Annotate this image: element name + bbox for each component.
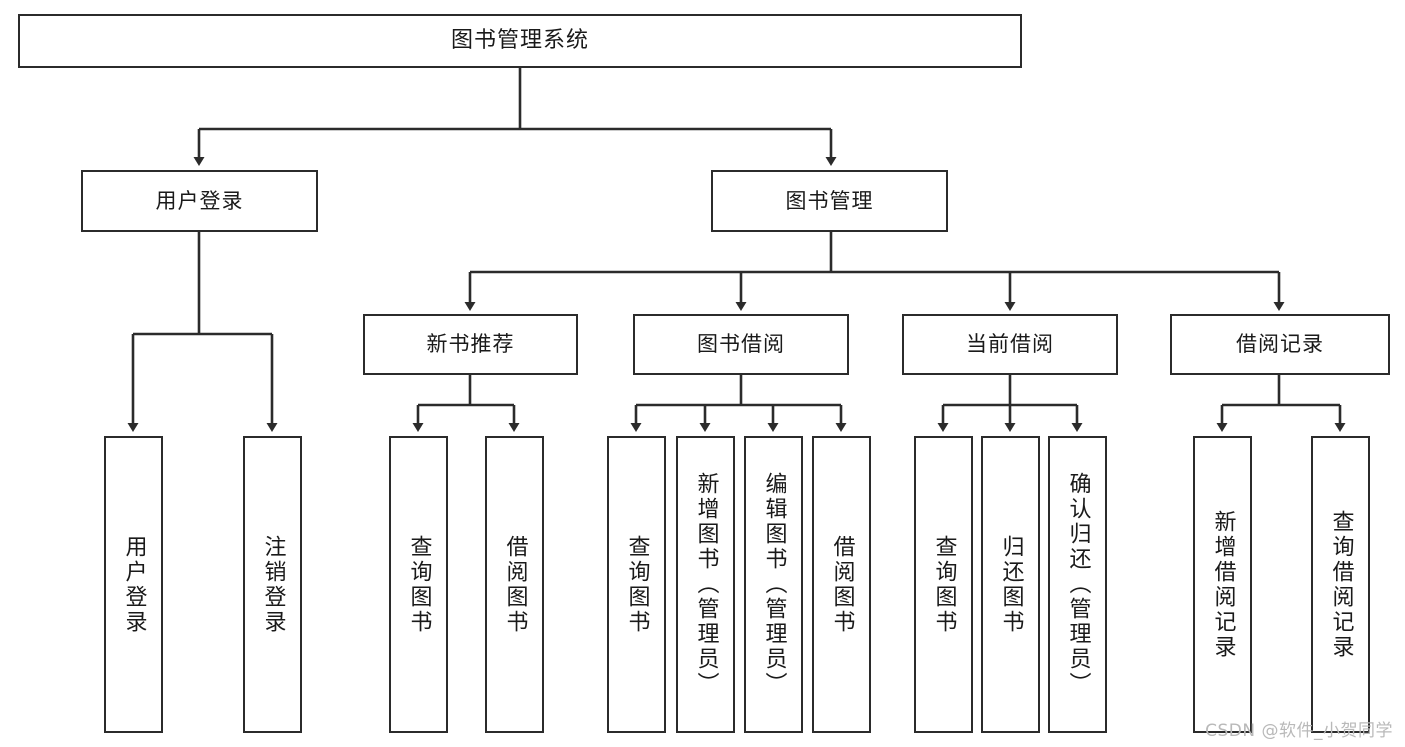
node-label: 借阅记录 [1236, 332, 1324, 357]
leaf-logout-login[interactable]: 注销登录 [243, 436, 302, 733]
leaf-borrow-edit-book-admin[interactable]: 编辑图书（管理员） [744, 436, 803, 733]
node-borrow-record[interactable]: 借阅记录 [1170, 314, 1390, 375]
leaf-current-query-book[interactable]: 查询图书 [914, 436, 973, 733]
node-label: 归还图书 [998, 534, 1024, 635]
node-current-borrow[interactable]: 当前借阅 [902, 314, 1118, 375]
node-label: 借阅图书 [502, 534, 528, 635]
leaf-record-query-record[interactable]: 查询借阅记录 [1311, 436, 1370, 733]
node-new-book-recommend[interactable]: 新书推荐 [363, 314, 578, 375]
node-label: 图书借阅 [697, 332, 785, 357]
leaf-borrow-borrow-book[interactable]: 借阅图书 [812, 436, 871, 733]
leaf-current-return-book[interactable]: 归还图书 [981, 436, 1040, 733]
node-label: 查询图书 [624, 534, 650, 635]
node-label: 当前借阅 [966, 332, 1054, 357]
node-label: 新增借阅记录 [1210, 509, 1236, 660]
leaf-recommend-query-book[interactable]: 查询图书 [389, 436, 448, 733]
node-book-management[interactable]: 图书管理 [711, 170, 948, 232]
leaf-current-confirm-return-admin[interactable]: 确认归还（管理员） [1048, 436, 1107, 733]
node-label: 用户登录 [155, 188, 244, 213]
node-label: 新书推荐 [426, 332, 515, 357]
watermark-text: CSDN @软件_小贺同学 [1205, 721, 1393, 741]
node-label: 图书管理系统 [450, 28, 589, 54]
node-label: 编辑图书（管理员） [761, 472, 787, 697]
node-user-login[interactable]: 用户登录 [81, 170, 318, 232]
node-label: 确认归还（管理员） [1065, 472, 1091, 697]
node-label: 借阅图书 [829, 534, 855, 635]
node-book-borrow[interactable]: 图书借阅 [633, 314, 849, 375]
leaf-recommend-borrow-book[interactable]: 借阅图书 [485, 436, 544, 733]
node-root-system[interactable]: 图书管理系统 [18, 14, 1022, 68]
node-label: 查询图书 [931, 534, 957, 635]
node-label: 新增图书（管理员） [693, 472, 719, 697]
leaf-record-add-record[interactable]: 新增借阅记录 [1193, 436, 1252, 733]
node-label: 注销登录 [260, 534, 286, 635]
node-label: 查询图书 [406, 534, 432, 635]
node-label: 查询借阅记录 [1328, 509, 1354, 660]
leaf-borrow-query-book[interactable]: 查询图书 [607, 436, 666, 733]
leaf-user-login[interactable]: 用户登录 [104, 436, 163, 733]
node-label: 图书管理 [785, 188, 874, 213]
node-label: 用户登录 [121, 534, 147, 635]
leaf-borrow-add-book-admin[interactable]: 新增图书（管理员） [676, 436, 735, 733]
